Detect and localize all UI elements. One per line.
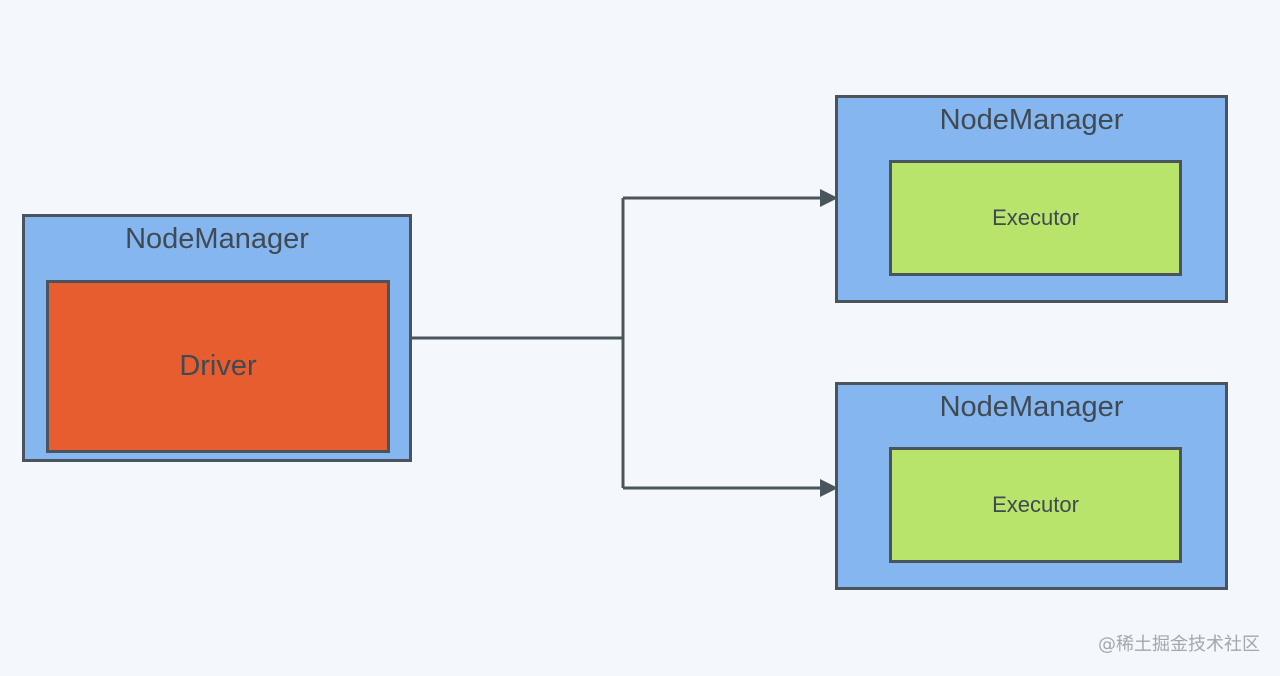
arrowhead-executor-2 [820, 479, 838, 497]
watermark-text: @稀土掘金技术社区 [1098, 634, 1260, 655]
node-manager-executor-2: NodeManager Executor [835, 382, 1228, 590]
node-manager-title: NodeManager [939, 104, 1124, 136]
executor-box: Executor [889, 160, 1182, 276]
arrowhead-executor-1 [820, 189, 838, 207]
executor-box: Executor [889, 447, 1182, 563]
executor-label: Executor [992, 492, 1079, 517]
executor-label: Executor [992, 205, 1079, 230]
driver-label: Driver [179, 350, 257, 382]
node-manager-title: NodeManager [939, 391, 1124, 423]
driver-box: Driver [46, 280, 390, 453]
node-manager-title: NodeManager [125, 223, 309, 255]
node-manager-driver: NodeManager Driver [22, 214, 412, 462]
node-manager-executor-1: NodeManager Executor [835, 95, 1228, 303]
